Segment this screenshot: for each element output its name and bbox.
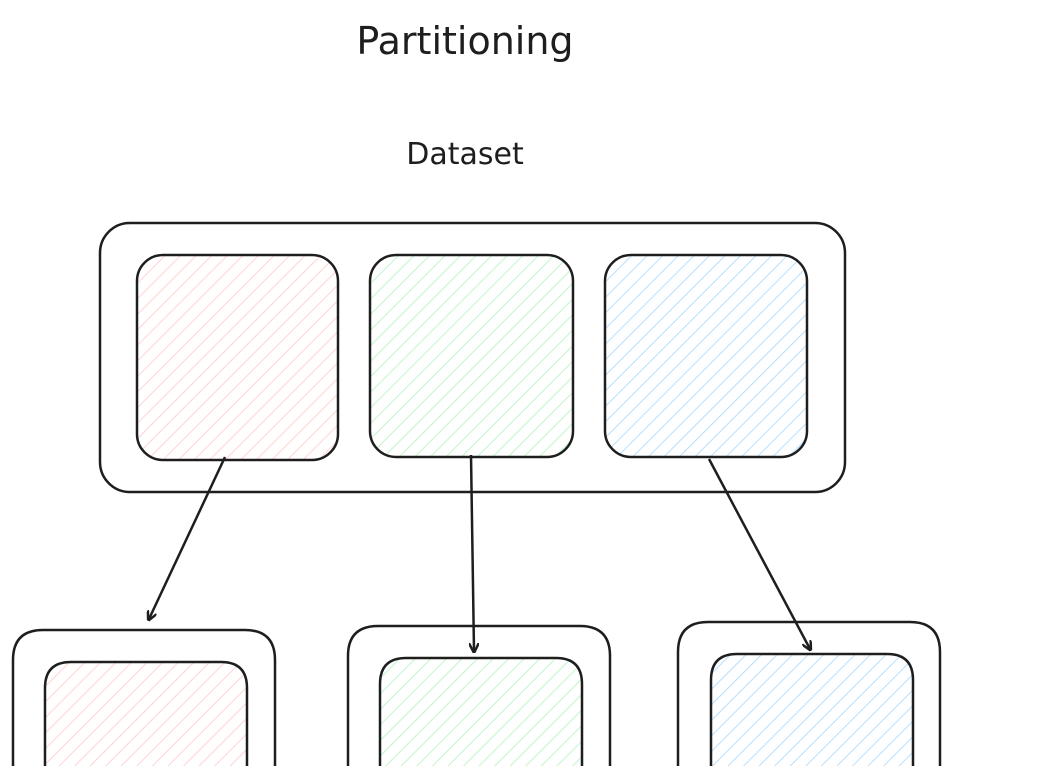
node-container-2 (346, 624, 612, 766)
node-partition-red (43, 660, 249, 766)
arrow-green (471, 454, 474, 651)
node-partition-green (378, 656, 584, 766)
diagram-title: Partitioning (356, 19, 573, 63)
arrow-red (149, 456, 227, 619)
node-container-1 (11, 628, 277, 766)
dataset-partition-green (368, 253, 575, 459)
node-partition-blue (709, 652, 915, 766)
dataset-partition-red (135, 253, 340, 462)
arrow-blue (707, 458, 810, 649)
dataset-partition-blue (603, 253, 809, 459)
node-container-3 (676, 620, 942, 766)
dataset-label: Dataset (406, 137, 524, 172)
